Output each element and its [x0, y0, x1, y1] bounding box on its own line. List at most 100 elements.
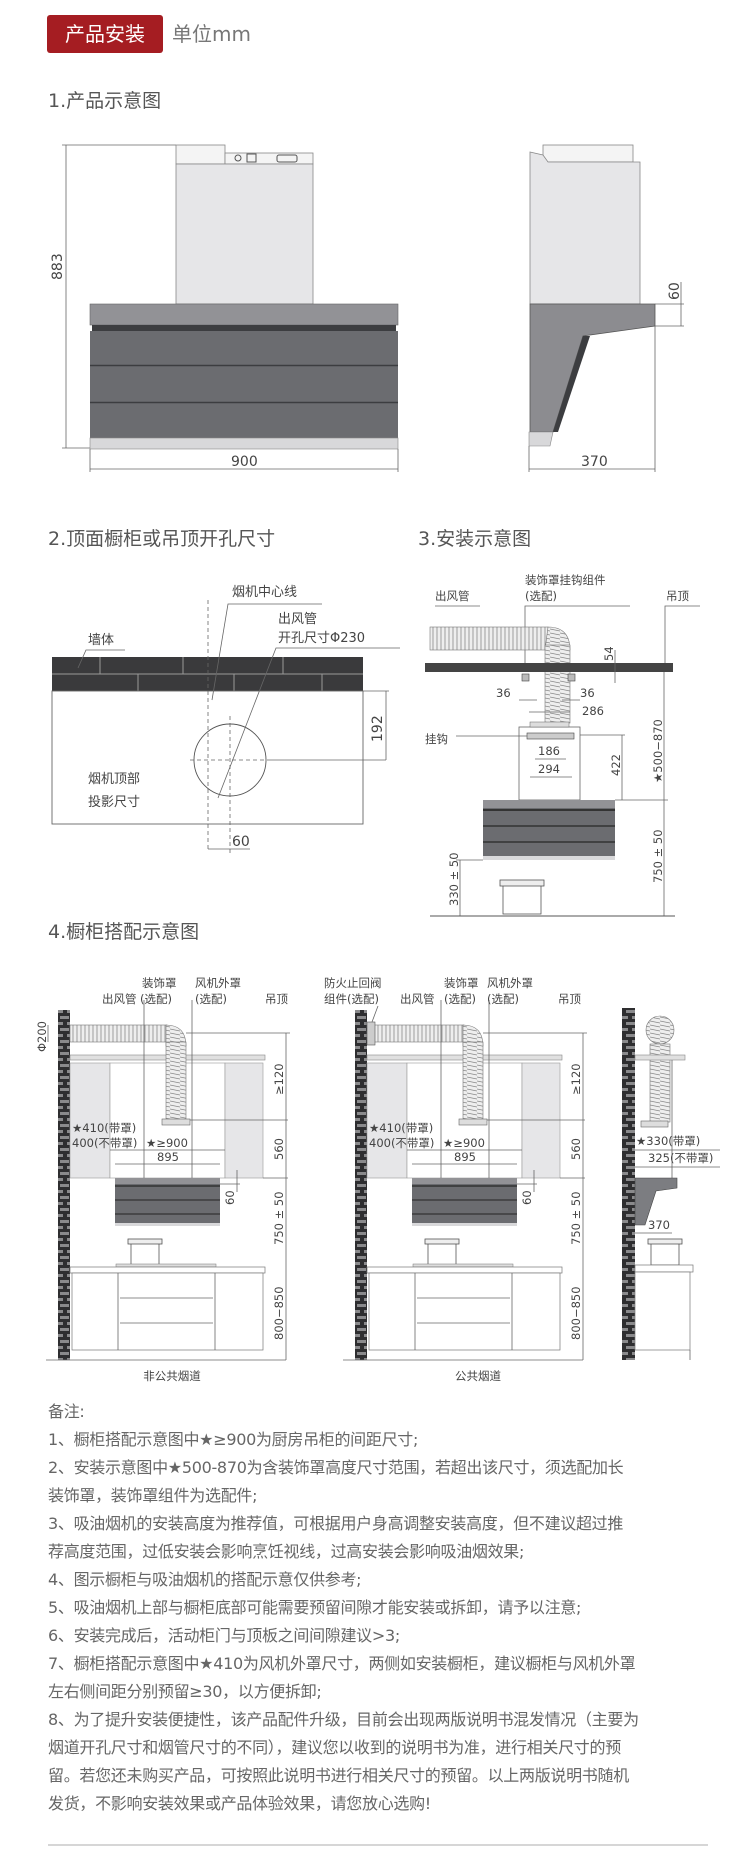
dim-60: 60 — [223, 1190, 237, 1205]
hook-kit-label: 装饰罩挂钩组件 — [525, 573, 606, 587]
hook-bracket — [521, 673, 530, 682]
cover-optional-label: (选配) — [444, 992, 476, 1006]
notes-heading: 备注: — [48, 1402, 85, 1421]
dim-36-left: 36 — [496, 686, 511, 700]
depth-dimension-label: 370 — [581, 454, 608, 470]
dim-330: 330 ± 50 — [447, 852, 461, 906]
fan-cover-label: 风机外罩 — [195, 976, 241, 990]
ceiling-plate — [634, 1054, 686, 1061]
dim-750: 750 ± 50 — [272, 1191, 286, 1245]
unit-label: 单位mm — [172, 22, 251, 46]
cabinet-gap-dim: ★≥900 — [443, 1136, 485, 1150]
ceiling-label: 吊顶 — [265, 992, 288, 1006]
upper-cabinet — [224, 1062, 264, 1179]
cover-label: 装饰罩 — [444, 976, 479, 990]
front-view: 883 900 — [50, 144, 399, 472]
ceiling-label: 吊顶 — [666, 589, 689, 603]
with-cover-dim: ★410(带罩) — [72, 1121, 136, 1135]
fire-valve-optional-label: 组件(选配) — [324, 992, 379, 1006]
note-line: 8、为了提升安装便捷性，该产品配件升级，目前会出现两版说明书混发情况（主要为 — [48, 1710, 639, 1729]
section1-title: 1.产品示意图 — [48, 90, 161, 112]
base-cabinet — [634, 1271, 691, 1351]
note-line: 4、图示橱柜与吸油烟机的搭配示意仅供参考; — [48, 1570, 362, 1589]
fan-cover-optional-label: (选配) — [487, 992, 519, 1006]
dim-192: 192 — [370, 715, 386, 742]
fire-check-valve — [366, 1021, 376, 1046]
hood-air-intake — [92, 325, 396, 331]
hood-panel — [90, 331, 398, 365]
height-dimension-label: 883 — [50, 253, 66, 280]
section-tag: 产品安装 — [47, 15, 163, 53]
dim-750: 750 ± 50 — [651, 829, 665, 883]
width-dimension-label: 900 — [231, 454, 258, 470]
ceiling-label: 吊顶 — [558, 992, 581, 1006]
duct-label: 出风管 — [435, 589, 470, 603]
dim-800-850: 800−850 — [272, 1286, 286, 1340]
note-line: 荐高度范围，过低安装会影响烹饪视线，过高安装会影响吸油烟效果; — [48, 1542, 525, 1561]
dim-54: 54 — [602, 646, 616, 661]
note-line: 6、安装完成后，活动柜门与顶板之间间隙建议>3; — [48, 1626, 400, 1645]
note-line: 装饰罩，装饰罩组件为选配件; — [48, 1486, 258, 1505]
projection-label: 烟机顶部 — [88, 772, 140, 787]
dim-500-870: ★500−870 — [651, 719, 665, 783]
cabinet-gap-dim: ★≥900 — [146, 1136, 188, 1150]
duct-diameter-label: Φ200 — [35, 1021, 49, 1052]
kitchen-layout-public-flue — [342, 999, 588, 1361]
projection-label-2: 投影尺寸 — [88, 794, 140, 810]
port-icon — [234, 154, 242, 162]
fan-cover-label: 风机外罩 — [487, 976, 533, 990]
middle-layout-labels: 防火止回阀 组件(选配) 出风管 装饰罩 (选配) 风机外罩 (选配) 吊顶 ≥… — [324, 976, 583, 1383]
dim-186: 186 — [538, 744, 560, 758]
installation-diagram: 装饰罩挂钩组件 (选配) 出风管 吊顶 54 36 36 286 挂钩 186 … — [425, 573, 700, 917]
bottom-divider — [48, 1844, 708, 1846]
chimney-cover — [175, 163, 314, 305]
dim-36-right: 36 — [580, 686, 595, 700]
socket-icon — [246, 153, 257, 163]
dim-895: 895 — [157, 1150, 179, 1164]
dim-560: 560 — [569, 1138, 583, 1160]
note-line: 烟道开孔尺寸和烟管尺寸的不同），建议您以收到的说明书为准，进行相关尺寸的预 — [48, 1738, 621, 1757]
section2-title: 2.顶面橱柜或吊顶开孔尺寸 — [48, 528, 275, 550]
section3-title: 3.安装示意图 — [418, 528, 531, 550]
note-line: 1、橱柜搭配示意图中★≥900为厨房吊柜的间距尺寸; — [48, 1430, 419, 1449]
dim-286: 286 — [582, 704, 604, 718]
side-chimney — [529, 151, 641, 305]
cover-label: 装饰罩 — [142, 976, 177, 990]
dim-60: 60 — [232, 834, 250, 850]
side-hood — [634, 1177, 678, 1226]
kitchen-layout-non-public-flue — [46, 1000, 290, 1361]
note-line: 7、橱柜搭配示意图中★410为风机外罩尺寸，两侧如安装橱柜，建议橱柜与风机外罩 — [48, 1654, 636, 1673]
side-hood-body — [529, 303, 656, 433]
note-line: 2、安装示意图中★500-870为含装饰罩高度尺寸范围，若超出该尺寸，须选配加长 — [48, 1458, 624, 1477]
brick-wall — [622, 1008, 635, 1360]
dim-60: 60 — [520, 1190, 534, 1205]
dim-800-850: 800−850 — [569, 1286, 583, 1340]
without-cover-dim: 400(不带罩) — [72, 1136, 137, 1150]
dim-560: 560 — [272, 1138, 286, 1160]
range-hood — [115, 1178, 220, 1226]
public-flue-caption: 公共烟道 — [455, 1369, 501, 1383]
dim-120: ≥120 — [272, 1063, 286, 1095]
wall-label: 墙体 — [88, 633, 114, 648]
dim-120: ≥120 — [569, 1063, 583, 1095]
section4-title: 4.橱柜搭配示意图 — [48, 921, 199, 943]
with-cover-dim: ★330(带罩) — [636, 1134, 700, 1148]
duct-label: 出风管 — [400, 992, 435, 1006]
exhaust-duct — [69, 1024, 168, 1043]
exhaust-duct — [429, 626, 549, 651]
dim-750: 750 ± 50 — [569, 1191, 583, 1245]
cover-optional-label: (选配) — [140, 992, 172, 1006]
fire-valve-label: 防火止回阀 — [324, 976, 382, 990]
countertop — [634, 1264, 694, 1273]
ceiling-slab — [425, 663, 673, 672]
dim-370: 370 — [648, 1218, 670, 1232]
brick-wall — [58, 1010, 70, 1360]
hood-top-band — [89, 303, 399, 326]
note-line: 5、吸油烟机上部与橱柜底部可能需要预留间隙才能安装或拆卸，请予以注意; — [48, 1598, 582, 1617]
without-cover-dim: 325(不带罩) — [648, 1151, 713, 1165]
kitchen-side-view: ★330(带罩) 325(不带罩) 370 — [622, 1008, 720, 1360]
with-cover-dim: ★410(带罩) — [369, 1121, 433, 1135]
note-line: 发货，不影响安装效果或产品体验效果，请您放心选购! — [48, 1794, 431, 1813]
note-line: 左右侧间距分别预留≥30，以方便拆卸; — [48, 1682, 322, 1701]
